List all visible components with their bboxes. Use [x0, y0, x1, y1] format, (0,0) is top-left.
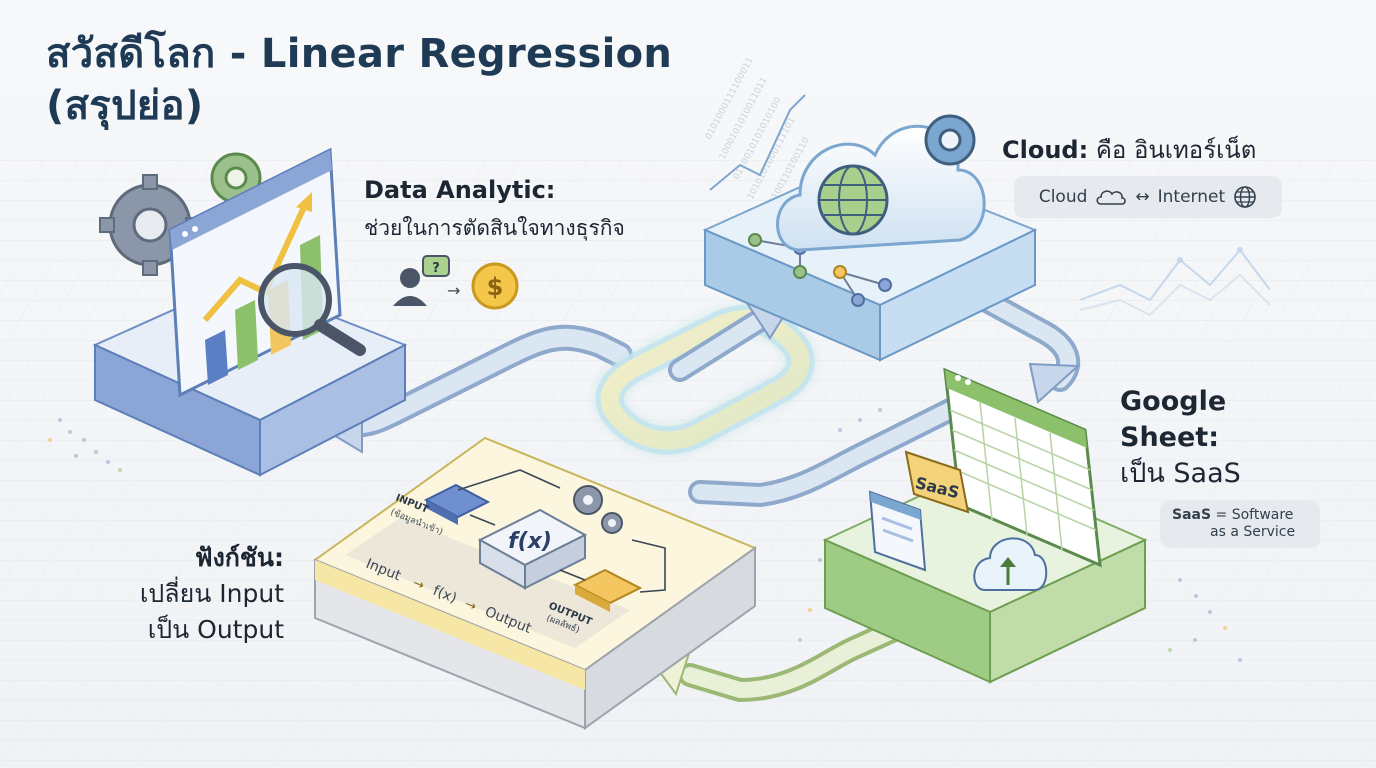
- saas-term: SaaS: [1172, 507, 1212, 523]
- saas-definition-pill: SaaS = Software as a Service: [1160, 500, 1320, 548]
- gear-icon: [573, 485, 623, 534]
- gear-icon: [924, 114, 976, 166]
- saas-def-line-2: as a Service: [1210, 524, 1296, 540]
- question-mark: ?: [432, 261, 440, 276]
- fx-label: f(x): [508, 529, 552, 554]
- cloud-platform: [702, 114, 1038, 362]
- google-sheet-line-3: เป็น SaaS: [1120, 458, 1241, 489]
- magnifier-icon: [258, 263, 366, 356]
- google-sheet-line-1: Google: [1120, 386, 1227, 417]
- central-loop-pipe: [595, 304, 815, 455]
- cloud-heading: Cloud:: [1002, 136, 1089, 164]
- cloud-outline-icon: [1096, 190, 1127, 205]
- decision-icon-group: ? → $: [393, 255, 519, 310]
- trend-line-decoration: [709, 94, 806, 191]
- input-block: [423, 483, 491, 525]
- title-line-2: (สรุปย่อ): [46, 83, 204, 129]
- decorative-line-chart: [1079, 247, 1271, 317]
- output-block: [572, 568, 643, 612]
- title-line-1: สวัสดีโลก - Linear Regression: [46, 31, 673, 77]
- browser-window-icon: [868, 490, 927, 572]
- data-analytic-heading: Data Analytic:: [364, 176, 556, 204]
- dollar-sign: $: [487, 273, 504, 301]
- page-title: สวัสดีโลก - Linear Regression (สรุปย่อ): [46, 28, 672, 132]
- google-sheet-line-2: Sheet:: [1120, 422, 1219, 453]
- function-line-1: ฟังก์ชัน:: [194, 543, 284, 572]
- data-analytic-description: ช่วยในการตัดสินใจทางธุรกิจ: [364, 216, 625, 240]
- pill-cloud-text: Cloud: [1038, 187, 1088, 207]
- cloud-internet-pill: Cloud ↔ Internet: [1014, 176, 1282, 218]
- google-sheet-label: Google Sheet: เป็น SaaS: [1120, 384, 1241, 492]
- connector-lines: [457, 469, 666, 593]
- dollar-coin-icon: $: [471, 262, 519, 310]
- google-sheet-platform: SaaS: [822, 367, 1148, 684]
- globe-outline-icon: [1234, 186, 1256, 208]
- pill-internet-text: Internet: [1157, 187, 1226, 207]
- cloud-description: คือ อินเทอร์เน็ต: [1095, 136, 1257, 164]
- double-arrow-icon: ↔: [1135, 187, 1150, 207]
- pipe-sheet-to-center: [688, 398, 962, 508]
- function-line-3: เป็น Output: [147, 615, 284, 644]
- person-icon: [393, 268, 427, 306]
- function-line-2: เปลี่ยน Input: [139, 579, 284, 608]
- fx-block: f(x): [477, 508, 588, 590]
- cloud-label: Cloud: คือ อินเทอร์เน็ต: [1002, 130, 1256, 169]
- arrow-cloud-to-sheet: [973, 288, 1081, 404]
- trend-arrow-icon: [202, 203, 308, 322]
- flow-arrow-2: →: [463, 597, 479, 615]
- function-platform: f(x) INPUT (ข้อมูลนำเ: [312, 436, 758, 730]
- decorative-dots: [48, 408, 1242, 662]
- arrow-glyph: →: [447, 281, 460, 300]
- saas-def-line-1: = Software: [1215, 507, 1294, 523]
- data-analytic-platform: [92, 147, 408, 477]
- speech-bubble-icon: ?: [422, 255, 450, 277]
- spreadsheet-icon: [943, 367, 1102, 568]
- function-label: ฟังก์ชัน: เปลี่ยน Input เป็น Output: [140, 540, 284, 648]
- flow-arrow-1: →: [411, 576, 427, 594]
- cloud-upload-icon: [973, 537, 1048, 591]
- saas-badge: SaaS: [904, 450, 970, 514]
- globe-icon: [817, 164, 889, 236]
